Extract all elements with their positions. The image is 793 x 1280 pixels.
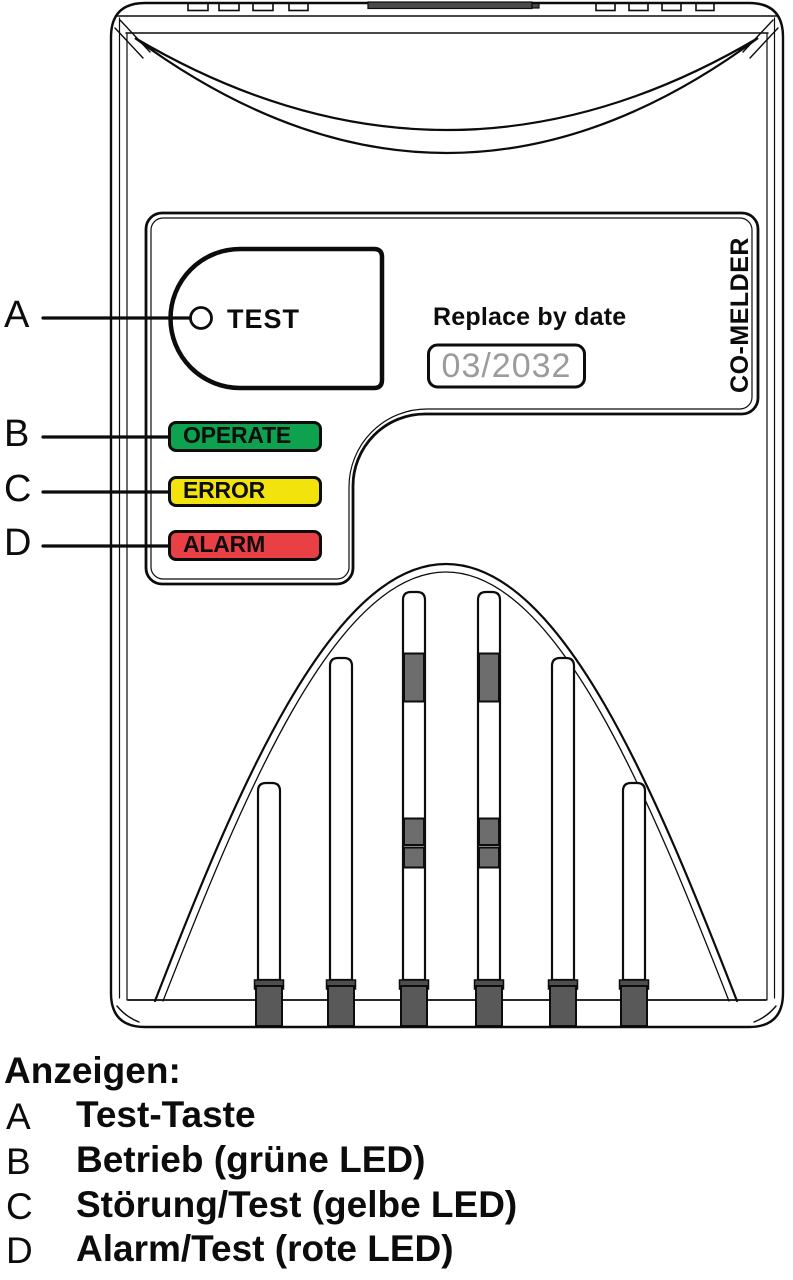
callout-letter-d: D xyxy=(4,522,32,564)
grille-slot xyxy=(328,656,354,982)
grille-foot xyxy=(253,979,285,1027)
slot-inserts xyxy=(403,652,500,869)
legend-letter: D xyxy=(6,1230,33,1271)
legend-text: Alarm/Test (rote LED) xyxy=(76,1228,454,1269)
legend-letter: A xyxy=(6,1096,31,1137)
grille-slot xyxy=(550,656,576,982)
legend-text: Störung/Test (gelbe LED) xyxy=(76,1184,518,1225)
legend-title: Anzeigen: xyxy=(4,1050,181,1091)
callout-letter-c: C xyxy=(4,468,32,510)
led-alarm: ALARM xyxy=(168,530,322,561)
legend-letter: B xyxy=(6,1141,31,1182)
grille-foot xyxy=(618,979,650,1027)
speaker-grille xyxy=(153,562,739,1003)
grille-slot xyxy=(401,590,427,982)
callout-lines xyxy=(41,316,191,548)
led-operate: OPERATE xyxy=(168,421,322,452)
top-vents xyxy=(187,2,715,12)
legend-letter: C xyxy=(6,1186,33,1227)
grille-slot xyxy=(621,781,647,982)
test-button[interactable] xyxy=(168,246,385,391)
brand-label: CO-MELDER xyxy=(726,237,754,393)
grille-feet xyxy=(253,979,650,1027)
callout-letter-b: B xyxy=(4,413,30,455)
legend-text: Betrieb (grüne LED) xyxy=(76,1139,426,1180)
date-value: 03/2032 xyxy=(441,347,572,385)
grille-slot xyxy=(476,590,502,982)
led-error: ERROR xyxy=(168,476,322,507)
grille-foot xyxy=(325,979,357,1027)
replace-by-date-label: Replace by date xyxy=(433,303,627,331)
date-box xyxy=(427,343,586,389)
top-dark-bar xyxy=(367,1,540,10)
decorative-swoosh xyxy=(134,37,759,154)
grille-foot xyxy=(547,979,579,1027)
grille-foot xyxy=(398,979,430,1027)
legend-text: Test-Taste xyxy=(76,1094,256,1135)
grille-slot xyxy=(256,781,282,982)
test-led-circle xyxy=(189,306,213,330)
grille-foot xyxy=(473,979,505,1027)
test-label: TEST xyxy=(227,304,301,334)
callout-letter-a: A xyxy=(4,294,30,336)
